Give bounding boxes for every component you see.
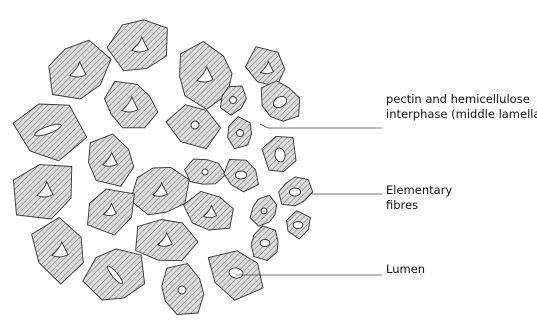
elementary-fibres-label-line2: fibres: [386, 198, 418, 212]
elementary-fibre-cells: [13, 20, 313, 315]
lumen-cavity: [235, 171, 246, 179]
lumen-cavity: [230, 97, 237, 104]
lumen-cavity: [237, 130, 244, 137]
lumen-cavity: [289, 188, 300, 196]
interphase-label-line1: pectin and hemicellulose: [386, 92, 530, 106]
lumen-cavity: [293, 222, 303, 229]
lumen-label: Lumen: [386, 262, 425, 276]
elementary-fibre-cell: [245, 47, 284, 87]
elementary-fibres-label-line1: Elementary: [386, 183, 452, 197]
lumen-cavity: [202, 169, 208, 175]
lumen-cavity: [178, 286, 186, 294]
lumen-cavity: [261, 208, 267, 214]
lumen-cavity: [260, 240, 270, 247]
lumen-cavity: [191, 121, 199, 129]
interphase-leader-line-diagonal: [260, 124, 268, 128]
interphase-label-line2: interphase (middle lamella): [386, 107, 537, 121]
